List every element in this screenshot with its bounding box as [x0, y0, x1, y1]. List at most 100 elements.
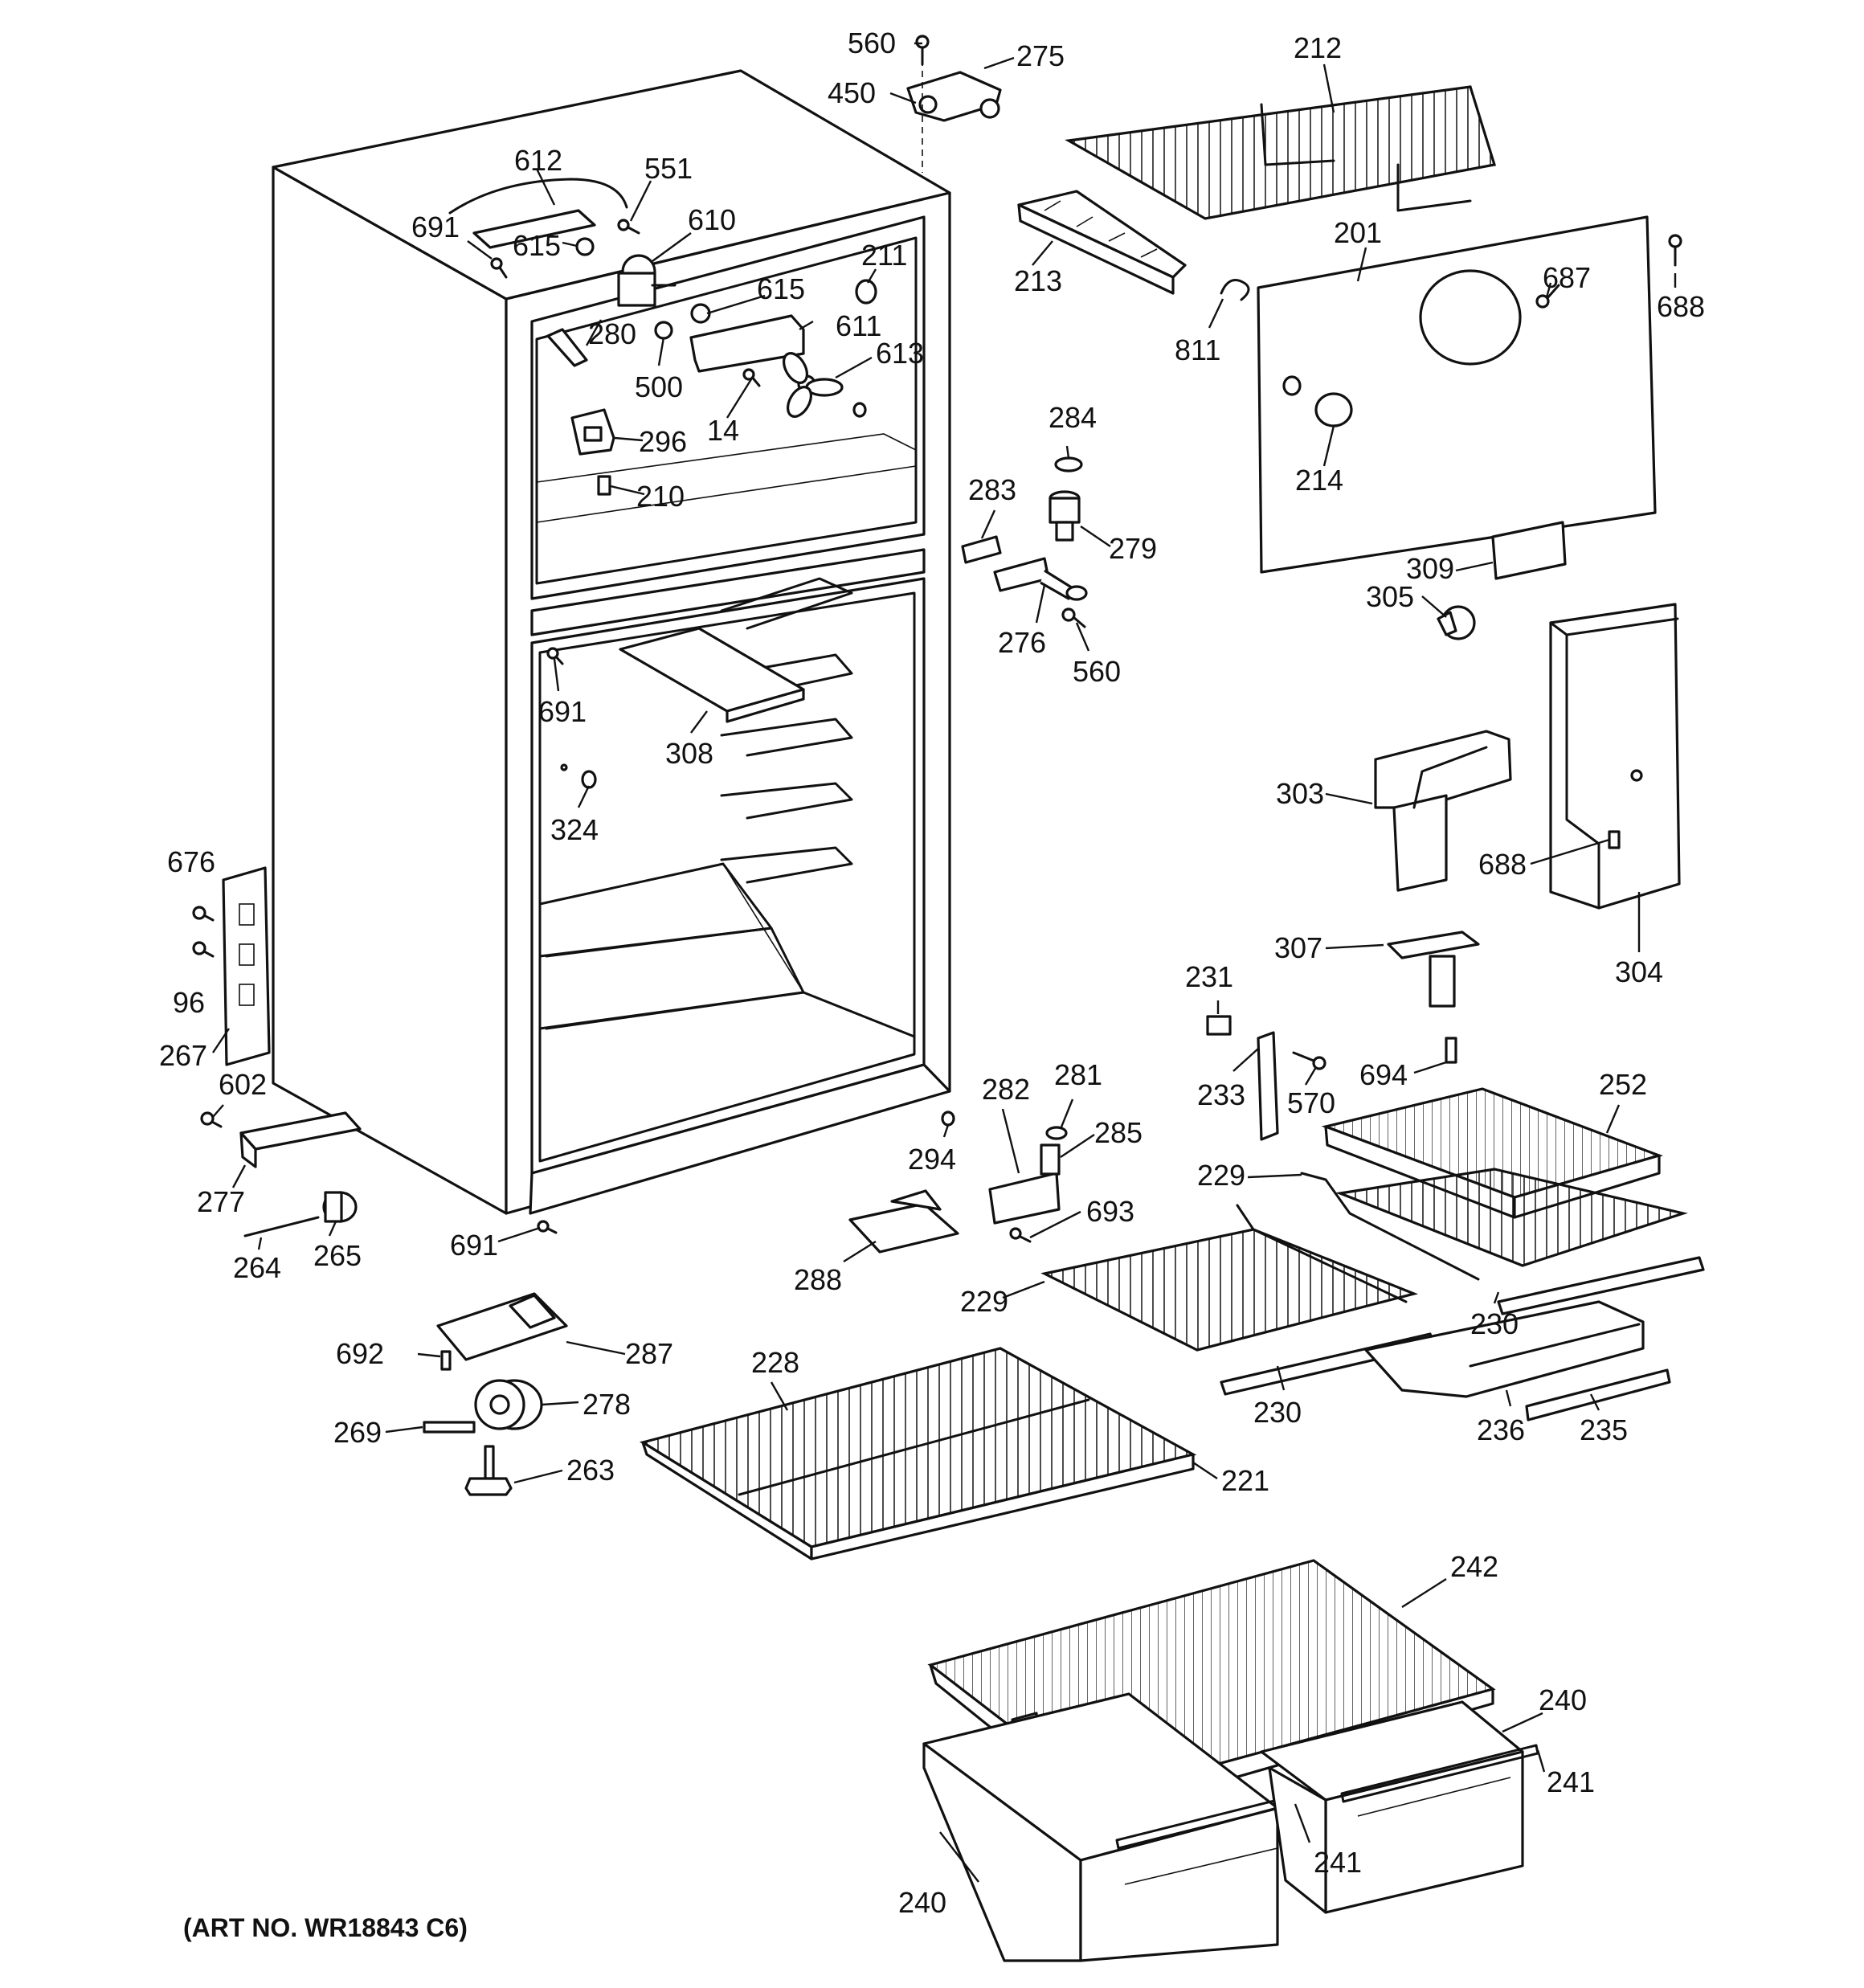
- callout-277: 277: [197, 1185, 245, 1218]
- callout-278: 278: [582, 1388, 631, 1421]
- callout-236: 236: [1477, 1413, 1525, 1446]
- callout-610: 610: [688, 203, 736, 236]
- callout-305: 305: [1366, 580, 1414, 613]
- washer-281: [1045, 1126, 1068, 1140]
- callout-213: 213: [1014, 264, 1062, 297]
- callout-96: 96: [173, 986, 205, 1019]
- callout-279: 279: [1109, 532, 1157, 565]
- screw-560-top: [915, 35, 930, 66]
- callout-240: 240: [898, 1886, 946, 1919]
- hinge-282: [988, 1172, 1061, 1225]
- knob-615-b: [690, 303, 711, 324]
- callout-283: 283: [968, 473, 1016, 506]
- pin-285: [1040, 1143, 1061, 1176]
- shim-283: [961, 535, 1002, 564]
- callout-294: 294: [908, 1143, 956, 1176]
- bracket-287: [436, 1292, 568, 1361]
- callout-308: 308: [665, 737, 713, 770]
- callout-602: 602: [219, 1068, 267, 1101]
- screw-692: [440, 1350, 452, 1371]
- callout-691: 691: [411, 211, 460, 243]
- callout-263: 263: [566, 1454, 615, 1487]
- callout-692: 692: [336, 1337, 384, 1370]
- callout-275: 275: [1016, 39, 1065, 72]
- callout-560: 560: [848, 27, 896, 59]
- screw-676: [192, 906, 215, 922]
- callout-309: 309: [1406, 552, 1454, 585]
- hinge-pin-279: [1048, 490, 1081, 542]
- callout-221: 221: [1221, 1464, 1269, 1497]
- callout-267: 267: [159, 1039, 207, 1072]
- callout-276: 276: [998, 626, 1046, 659]
- callout-694: 694: [1359, 1058, 1408, 1091]
- trim-235: [1525, 1368, 1671, 1421]
- glass-shelf-221: [639, 1347, 1197, 1561]
- callout-560: 560: [1073, 655, 1121, 688]
- refrigerator-cabinet: [272, 69, 951, 1215]
- callout-252: 252: [1599, 1068, 1647, 1101]
- callout-811: 811: [1175, 333, 1220, 366]
- callout-287: 287: [625, 1337, 673, 1370]
- callout-242: 242: [1450, 1550, 1498, 1583]
- screw-694: [1445, 1037, 1457, 1064]
- callout-693: 693: [1086, 1195, 1134, 1228]
- screw-687: [1535, 284, 1560, 309]
- callout-241: 241: [1314, 1846, 1362, 1879]
- roller-265: [322, 1191, 358, 1223]
- callout-14: 14: [707, 414, 739, 447]
- callout-691: 691: [450, 1229, 498, 1262]
- leader-lines: [212, 42, 1677, 1883]
- thermostat-610: [617, 254, 677, 307]
- control-307: [1387, 931, 1480, 1008]
- roller-278: [474, 1379, 543, 1430]
- callout-212: 212: [1294, 31, 1342, 64]
- wire-shelf-229-upper: [1300, 1168, 1688, 1281]
- clip-811: [1220, 279, 1250, 301]
- callout-281: 281: [1054, 1058, 1102, 1091]
- callout-284: 284: [1048, 401, 1097, 434]
- callout-229: 229: [1197, 1159, 1245, 1192]
- callout-241: 241: [1547, 1765, 1595, 1798]
- screw-688-top: [1668, 234, 1682, 267]
- callout-688: 688: [1657, 290, 1705, 323]
- callout-615: 615: [757, 272, 805, 305]
- callout-288: 288: [794, 1263, 842, 1296]
- shelf-308: [619, 627, 805, 723]
- callout-235: 235: [1580, 1413, 1628, 1446]
- screw-14: [742, 368, 761, 387]
- screw-688-mid: [1608, 830, 1621, 849]
- callout-210: 210: [636, 480, 685, 513]
- callout-676: 676: [167, 845, 215, 878]
- hinge-288: [848, 1189, 959, 1254]
- callout-613: 613: [876, 337, 924, 370]
- callout-282: 282: [982, 1073, 1030, 1106]
- screw-570: [1292, 1051, 1326, 1070]
- screw-210: [597, 475, 611, 496]
- callout-307: 307: [1274, 931, 1322, 964]
- thermostat-knob-305: [1437, 605, 1476, 640]
- axle-264: [243, 1216, 320, 1237]
- screw-691-mid: [546, 647, 564, 665]
- leveling-leg-263: [464, 1445, 513, 1496]
- callout-304: 304: [1615, 955, 1663, 988]
- top-hinge: [906, 48, 1002, 173]
- callout-230: 230: [1470, 1307, 1519, 1340]
- callout-230: 230: [1253, 1396, 1302, 1429]
- damper-280: [546, 328, 588, 367]
- callout-280: 280: [588, 317, 636, 350]
- wire-shelf-229-lower: [1040, 1204, 1419, 1352]
- fan-blade-613: [782, 352, 867, 418]
- art-number: (ART NO. WR18843 C6): [183, 1913, 468, 1942]
- callout-687: 687: [1543, 261, 1591, 294]
- callout-450: 450: [828, 76, 876, 109]
- evaporator-cover-panel: [1257, 215, 1657, 574]
- knob-615-a: [575, 237, 595, 256]
- crisper-drawer-240-right: [1260, 1700, 1539, 1914]
- callout-labels: 560 275 450 212 612 551 691 615 610 211 …: [159, 27, 1705, 1942]
- callout-324: 324: [550, 813, 599, 846]
- callout-233: 233: [1197, 1078, 1245, 1111]
- callout-229: 229: [960, 1285, 1008, 1318]
- callout-500: 500: [635, 370, 683, 403]
- air-duct-303: [1374, 730, 1512, 892]
- fan-bracket-611: [689, 314, 805, 373]
